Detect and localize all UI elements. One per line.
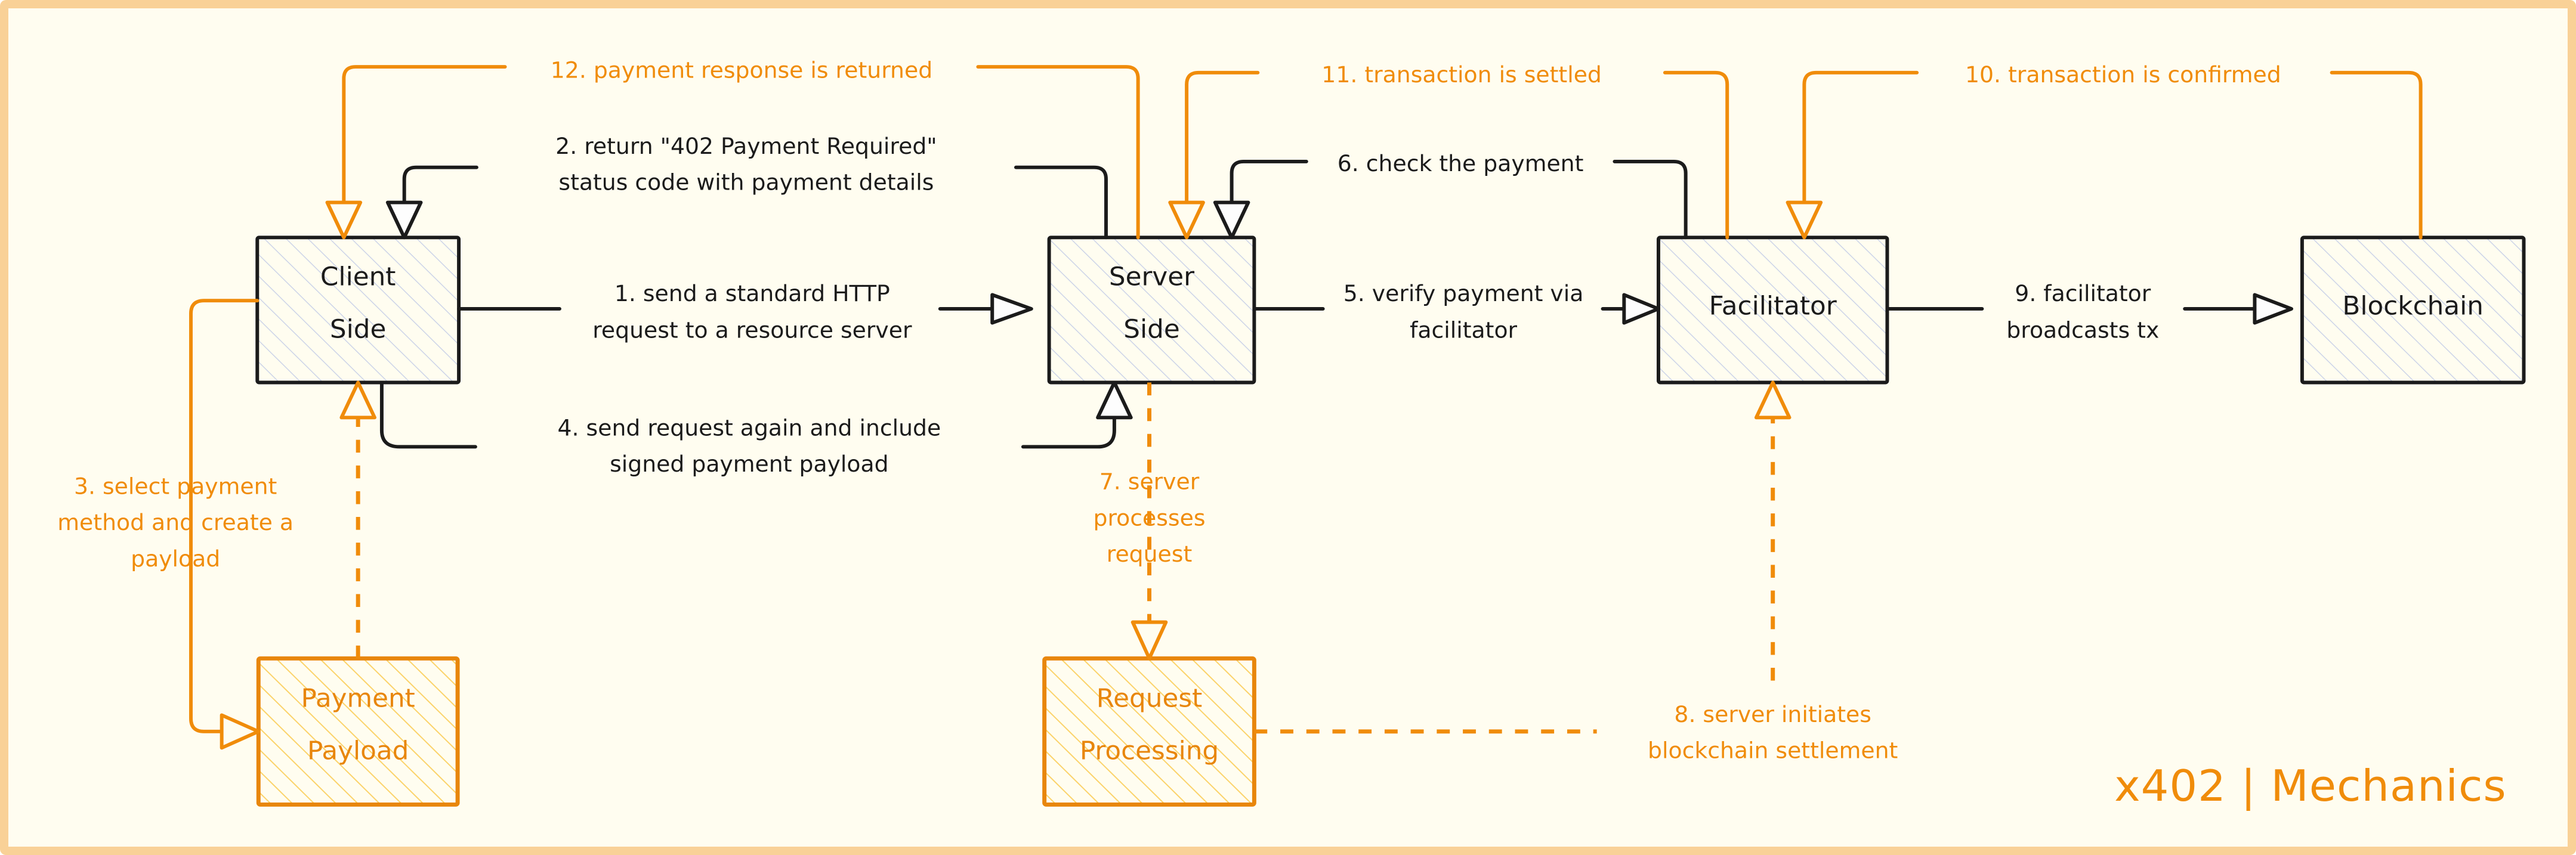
- node-facilitator[interactable]: Facilitator: [1656, 236, 1889, 385]
- edge-6-label: 6. check the payment: [1338, 150, 1584, 176]
- edge-5-verify-payment-via-facilitator: 5. verify payment via facilitator: [1252, 280, 1660, 343]
- edge-1-send-http-request: 1. send a standard HTTP request to a res…: [457, 280, 1033, 343]
- node-payment-payload-label-1: Payment: [301, 684, 415, 714]
- edge-11-label: 11. transaction is settled: [1321, 61, 1602, 88]
- node-client-side-label-2: Side: [330, 315, 386, 345]
- watermark-label: x402 | Mechanics: [2114, 761, 2507, 811]
- edge-2-label-line-2: status code with payment details: [558, 169, 934, 196]
- node-request-processing-label-2: Processing: [1080, 736, 1219, 766]
- edge-6-check-the-payment: 6. check the payment: [1213, 150, 1688, 240]
- edge-8-server-initiates-blockchain-settlement: 8. server initiates blockchain settlemen…: [1254, 380, 1898, 764]
- edge-9-label-line-2: broadcasts tx: [2006, 317, 2159, 343]
- edge-3-select-payment-method: 3. select payment method and create a pa…: [57, 299, 376, 750]
- edge-8-label-line-2: blockchain settlement: [1648, 738, 1898, 764]
- node-payment-payload-label-2: Payload: [307, 736, 409, 766]
- node-server-side[interactable]: Server Side: [1047, 236, 1256, 385]
- flow-diagram: Client Side Server Side Facilitator Bloc…: [57, 57, 2526, 811]
- node-client-side-label-1: Client: [320, 262, 396, 292]
- edge-5-label-line-2: facilitator: [1410, 317, 1518, 343]
- edge-7-label-line-2: processes: [1094, 505, 1206, 531]
- edge-10-transaction-is-confirmed: 10. transaction is confirmed: [1786, 61, 2423, 240]
- node-blockchain-label: Blockchain: [2342, 292, 2483, 321]
- edge-5-label-line-1: 5. verify payment via: [1343, 280, 1584, 306]
- node-facilitator-label: Facilitator: [1709, 292, 1837, 321]
- edge-1-label-line-1: 1. send a standard HTTP: [614, 280, 890, 306]
- node-request-processing-label-1: Request: [1097, 684, 1202, 714]
- edge-8-label-line-1: 8. server initiates: [1674, 701, 1871, 727]
- node-server-side-label-1: Server: [1109, 262, 1194, 292]
- edge-7-server-processes-request: 7. server processes request: [1094, 382, 1206, 661]
- node-blockchain[interactable]: Blockchain: [2300, 236, 2526, 385]
- edge-10-label: 10. transaction is confirmed: [1965, 61, 2281, 88]
- edge-3-label-line-3: payload: [131, 546, 220, 572]
- edge-12-payment-response-returned: 12. payment response is returned: [325, 57, 1140, 240]
- edge-2-label-line-1: 2. return "402 Payment Required": [555, 133, 937, 159]
- edge-2-return-402: 2. return "402 Payment Required" status …: [385, 133, 1108, 240]
- edge-3-label-line-2: method and create a: [57, 509, 294, 535]
- edge-7-label-line-1: 7. server: [1099, 469, 1200, 495]
- edge-9-label-line-1: 9. facilitator: [2015, 280, 2151, 306]
- edge-4-send-request-again: 4. send request again and include signed…: [379, 380, 1133, 477]
- edge-11-transaction-is-settled: 11. transaction is settled: [1168, 61, 1729, 240]
- edge-4-label-line-2: signed payment payload: [610, 451, 888, 477]
- edge-4-label-line-1: 4. send request again and include: [558, 415, 941, 441]
- node-payment-payload[interactable]: Payment Payload: [256, 656, 460, 807]
- node-client-side[interactable]: Client Side: [255, 236, 461, 385]
- edge-12-label: 12. payment response is returned: [551, 57, 932, 83]
- node-server-side-label-2: Side: [1123, 315, 1179, 345]
- edge-7-label-line-3: request: [1107, 541, 1193, 567]
- edge-9-facilitator-broadcasts-tx: 9. facilitator broadcasts tx: [1885, 280, 2294, 343]
- edge-3-label-line-1: 3. select payment: [74, 473, 277, 500]
- node-request-processing[interactable]: Request Processing: [1042, 656, 1256, 807]
- edge-1-label-line-2: request to a resource server: [592, 317, 912, 343]
